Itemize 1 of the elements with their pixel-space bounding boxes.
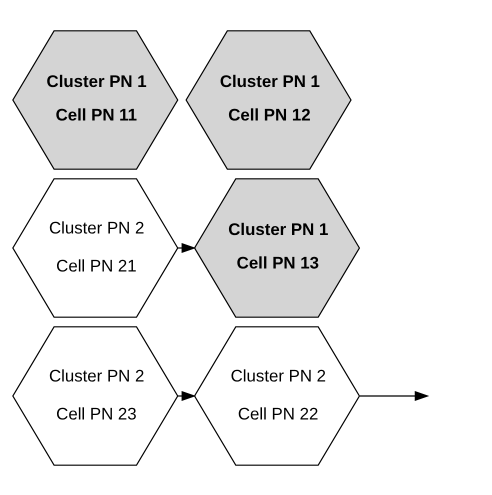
arrow [360,390,430,401]
